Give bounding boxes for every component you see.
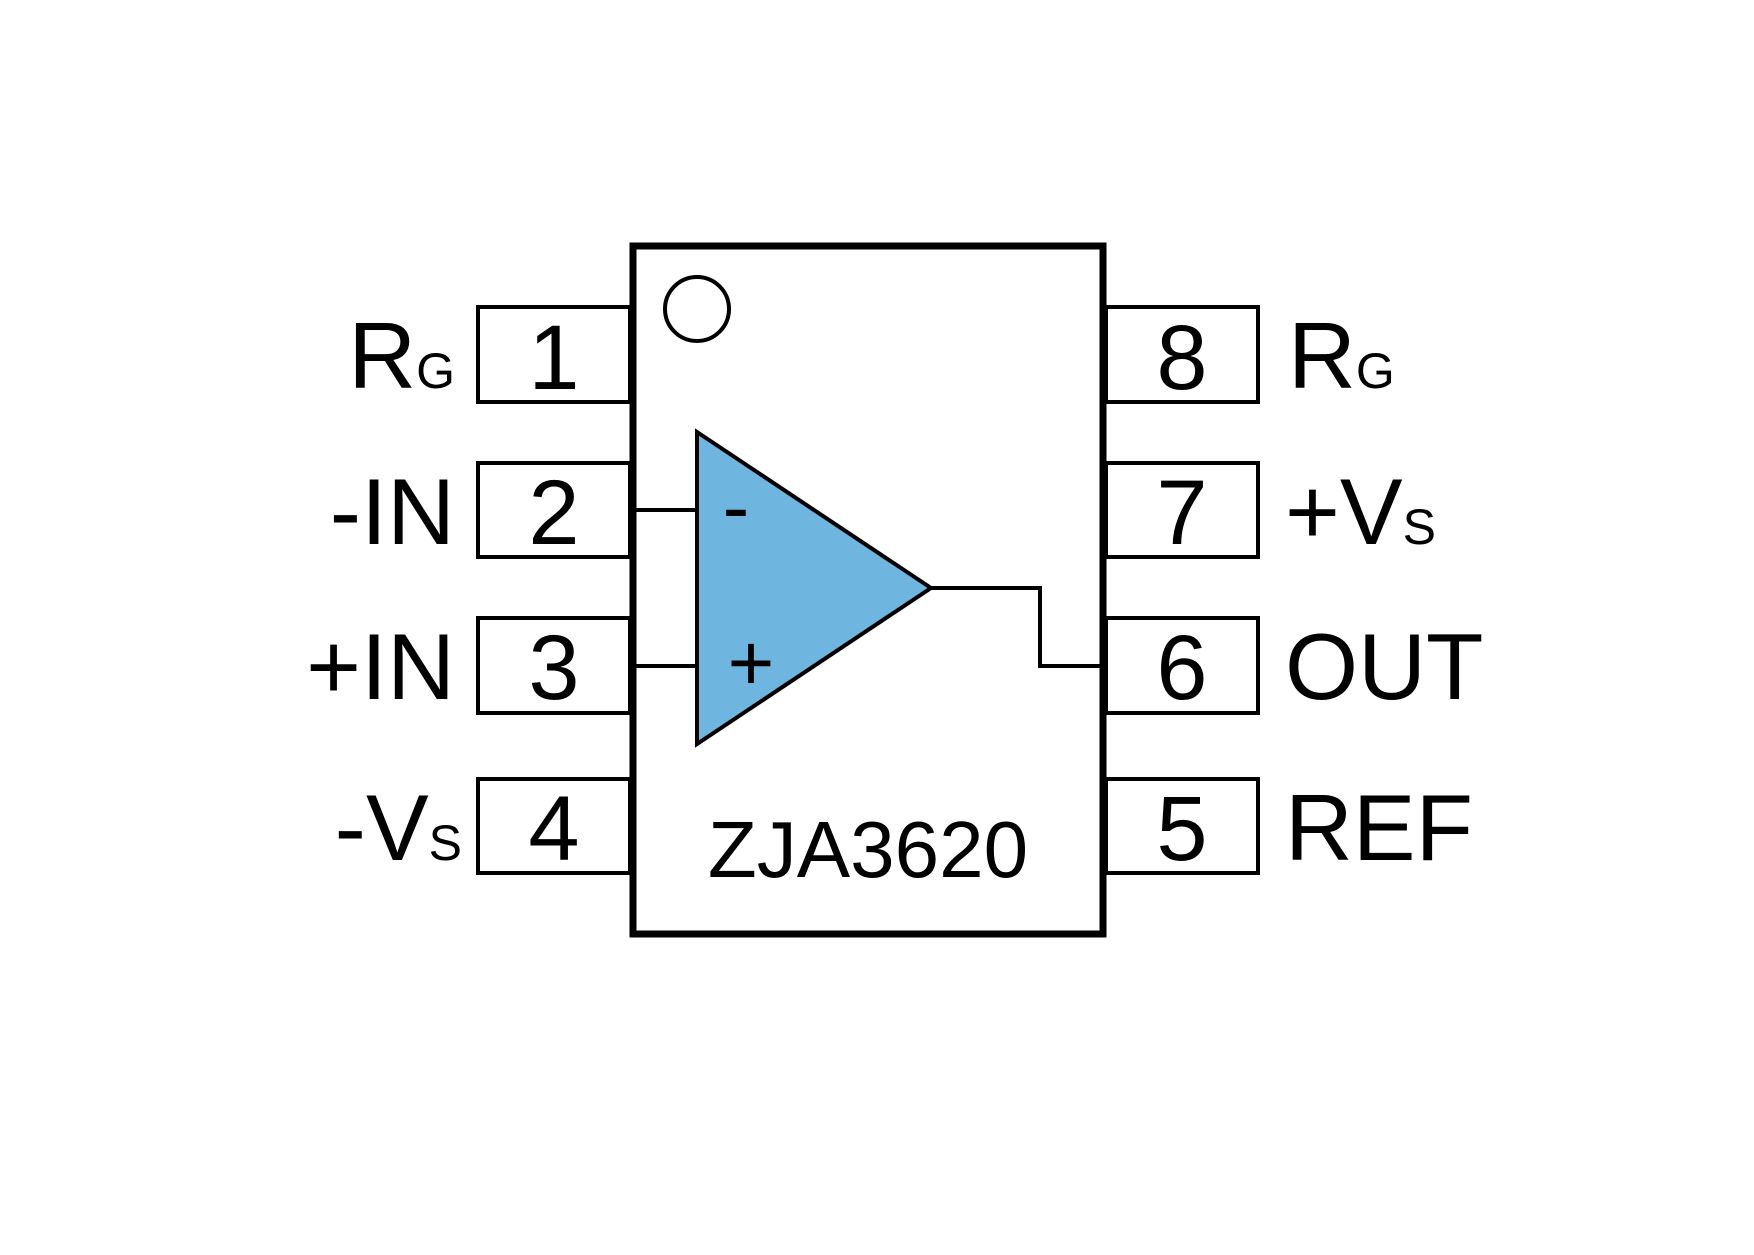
pin-6: 6 OUT [1104, 614, 1483, 719]
pin-4-box [476, 777, 632, 875]
pin-3: 3 +IN [306, 614, 632, 719]
pin-7-number: 7 [1156, 462, 1207, 564]
pin-7-box [1104, 461, 1260, 559]
pin-2-label-main: -IN [330, 459, 455, 564]
pin-5-label-main: REF [1285, 775, 1473, 880]
pin-8-label-main: R [1288, 303, 1356, 408]
pin-1-box [476, 305, 632, 404]
inverting-input-symbol: - [723, 462, 750, 551]
pin-8-label: RG [1288, 303, 1395, 408]
ic-body [629, 242, 1107, 938]
pin-4: 4 -VS [335, 775, 632, 880]
pin-4-number: 4 [528, 778, 579, 880]
pin-2: 2 -IN [330, 459, 632, 564]
pin-5-number: 5 [1156, 778, 1207, 880]
pin-1-label: RG [348, 303, 455, 408]
pin-6-number: 6 [1156, 617, 1207, 719]
wire-output [931, 586, 1100, 668]
noninverting-input-symbol: + [728, 618, 775, 707]
pin-6-box [1104, 616, 1260, 715]
pin-7-label-sub: S [1403, 499, 1436, 555]
pin-3-label: +IN [306, 614, 455, 719]
pin-7-label: +VS [1285, 459, 1436, 564]
pin-2-label: -IN [330, 459, 455, 564]
pin-4-label-main: -V [335, 775, 429, 880]
pin-6-label-main: OUT [1285, 614, 1483, 719]
pin-2-number: 2 [528, 462, 579, 564]
pin-8-box [1104, 305, 1260, 404]
pin-1-label-sub: G [416, 343, 455, 399]
pin-1: 1 RG [348, 303, 632, 409]
pin-8: 8 RG [1104, 303, 1395, 409]
pin-7: 7 +VS [1104, 459, 1436, 564]
pin-5: 5 REF [1104, 775, 1473, 880]
pin1-orientation-dot [663, 275, 731, 343]
pin-7-label-main: +V [1285, 459, 1403, 564]
op-amp-triangle [695, 428, 935, 748]
part-number: ZJA3620 [708, 805, 1028, 894]
pin-8-number: 8 [1156, 307, 1207, 409]
pin-5-label: REF [1285, 775, 1473, 880]
pin-5-box [1104, 777, 1260, 875]
pin-3-box [476, 616, 632, 715]
pin-3-number: 3 [528, 617, 579, 719]
pin-3-label-main: +IN [306, 614, 455, 719]
pin-4-label: -VS [335, 775, 462, 880]
pin-6-label: OUT [1285, 614, 1483, 719]
pin-1-label-main: R [348, 303, 416, 408]
pin-4-label-sub: S [429, 815, 462, 871]
pin-8-label-sub: G [1356, 343, 1395, 399]
pin-2-box [476, 461, 632, 559]
pin-1-number: 1 [528, 307, 579, 409]
